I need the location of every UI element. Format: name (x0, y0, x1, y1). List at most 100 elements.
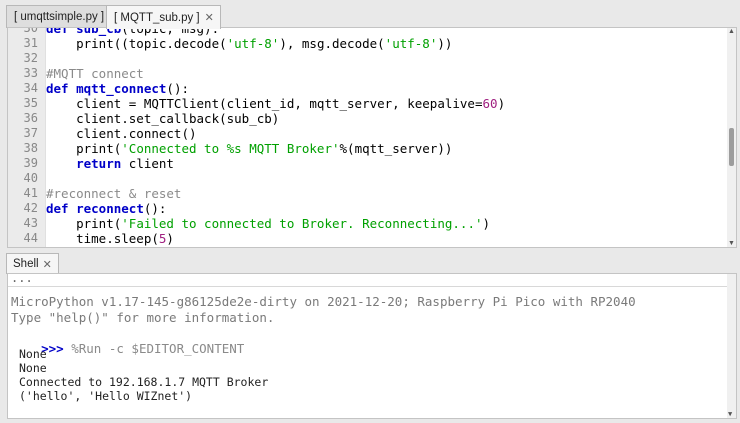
code-token: print( (46, 141, 122, 156)
code-text: print('Connected to %s MQTT Broker'%(mqt… (46, 141, 452, 156)
line-number: 35 (23, 96, 38, 110)
code-line[interactable]: 32 (8, 51, 728, 66)
code-token: (): (143, 201, 167, 216)
code-token: print( (46, 216, 122, 231)
code-line[interactable]: 39 return client (8, 156, 728, 171)
code-token: (): (166, 81, 189, 96)
shell-panel[interactable]: ... MicroPython v1.17-145-g86125de2e-dir… (7, 273, 737, 419)
code-text: def mqtt_connect(): (46, 81, 189, 96)
code-token: client (121, 156, 174, 171)
code-token: def (46, 27, 77, 36)
tab-label: Shell (13, 258, 39, 270)
line-number: 32 (23, 51, 38, 65)
line-number: 36 (23, 111, 38, 125)
line-number: 37 (23, 126, 38, 140)
code-line[interactable]: 30 def sub_cb(topic, msg): (8, 27, 728, 36)
code-token: mqtt_connect (76, 81, 167, 96)
code-token: %(mqtt_server)) (339, 141, 453, 156)
line-number: 33 (23, 66, 38, 80)
shell-output-line: ('hello', 'Hello WIZnet') (19, 389, 193, 403)
code-token: client.set_callback(sub_cb) (46, 111, 280, 126)
code-token: time.sleep( (46, 231, 159, 246)
code-line[interactable]: 42 def reconnect(): (8, 201, 728, 216)
shell-banner: MicroPython v1.17-145-g86125de2e-dirty o… (11, 294, 636, 309)
code-line[interactable]: 43 print('Failed to connected to Broker.… (8, 216, 728, 231)
line-number-gutter (8, 28, 46, 247)
line-number: 41 (23, 186, 38, 200)
code-text: client.set_callback(sub_cb) (46, 111, 279, 126)
code-line[interactable]: 34 def mqtt_connect(): (8, 81, 728, 96)
shell-output-line: Connected to 192.168.1.7 MQTT Broker (19, 375, 269, 389)
code-text: #reconnect & reset (46, 186, 181, 201)
scroll-up-icon[interactable]: ▲ (728, 28, 735, 35)
code-line[interactable]: 41 #reconnect & reset (8, 186, 728, 201)
tab-shell[interactable]: Shell ✕ (6, 253, 59, 274)
code-token: 'utf-8' (226, 36, 280, 51)
code-line[interactable]: 38 print('Connected to %s MQTT Broker'%(… (8, 141, 728, 156)
line-number: 42 (23, 201, 38, 215)
tab-label: [ umqttsimple.py ] (14, 11, 105, 23)
shell-prompt: >>> (41, 341, 64, 356)
shell-command: %Run -c $EDITOR_CONTENT (63, 341, 245, 356)
code-text: return client (46, 156, 174, 171)
code-token: 'Connected to %s MQTT Broker' (121, 141, 340, 156)
tab-mqtt-sub[interactable]: [ MQTT_sub.py ] ✕ (106, 5, 221, 29)
line-number: 38 (23, 141, 38, 155)
code-token: ) (482, 216, 491, 231)
code-line[interactable]: 35 client = MQTTClient(client_id, mqtt_s… (8, 96, 728, 111)
code-line[interactable]: 44 time.sleep(5) (8, 231, 728, 246)
line-number: 40 (23, 171, 38, 185)
code-token: 5 (158, 231, 167, 246)
code-token: ), msg.decode( (279, 36, 385, 51)
code-text: print((topic.decode('utf-8'), msg.decode… (46, 36, 452, 51)
code-token: client = MQTTClient(client_id, mqtt_serv… (46, 96, 483, 111)
code-line[interactable]: 36 client.set_callback(sub_cb) (8, 111, 728, 126)
code-line[interactable]: 31 print((topic.decode('utf-8'), msg.dec… (8, 36, 728, 51)
shell-tab-bar: Shell ✕ (0, 252, 740, 274)
scroll-down-icon[interactable]: ▼ (728, 410, 733, 418)
code-text: print('Failed to connected to Broker. Re… (46, 216, 490, 231)
close-icon[interactable]: ✕ (42, 258, 52, 271)
code-line[interactable]: 40 (8, 171, 728, 186)
shell-prompt-line: >>> %Run -c $EDITOR_CONTENT (11, 326, 244, 371)
code-token (46, 156, 76, 171)
code-text: time.sleep(5) (46, 231, 174, 246)
code-text: #MQTT connect (46, 66, 144, 81)
scroll-thumb[interactable] (729, 128, 734, 166)
code-token: )) (437, 36, 453, 51)
code-token: client.connect() (46, 126, 197, 141)
code-token: 60 (482, 96, 498, 111)
shell-scrollbar[interactable]: ▼ (727, 274, 736, 418)
shell-help-text: Type "help()" for more information. (11, 310, 275, 325)
code-token: ) (166, 231, 174, 246)
code-line[interactable]: 37 client.connect() (8, 126, 728, 141)
editor-scrollbar[interactable]: ▲ ▼ (727, 28, 736, 247)
editor-tab-bar: [ umqttsimple.py ] ✕ [ MQTT_sub.py ] ✕ (0, 0, 740, 29)
code-text: client = MQTTClient(client_id, mqtt_serv… (46, 96, 505, 111)
shell-output-line: None (19, 361, 47, 375)
code-token: reconnect (76, 201, 144, 216)
divider (8, 286, 736, 287)
scroll-down-icon[interactable]: ▼ (728, 240, 735, 247)
shell-output-line: None (19, 347, 47, 361)
line-number: 43 (23, 216, 38, 230)
code-text: def sub_cb(topic, msg): (46, 27, 220, 36)
line-number: 44 (23, 231, 38, 245)
code-token: #reconnect & reset (46, 186, 182, 201)
code-token: 'utf-8' (384, 36, 438, 51)
code-token: sub_cb (76, 27, 122, 36)
code-token: def (46, 81, 77, 96)
code-token: 'Failed to connected to Broker. Reconnec… (121, 216, 483, 231)
line-number: 34 (23, 81, 38, 95)
code-line[interactable]: 33 #MQTT connect (8, 66, 728, 81)
line-number: 31 (23, 36, 38, 50)
code-token: def (46, 201, 77, 216)
code-token: return (76, 156, 122, 171)
code-text: client.connect() (46, 126, 197, 141)
close-icon[interactable]: ✕ (204, 12, 214, 24)
line-number: 30 (23, 27, 38, 35)
code-token: #MQTT connect (46, 66, 144, 81)
code-token: (topic, msg): (121, 27, 220, 36)
